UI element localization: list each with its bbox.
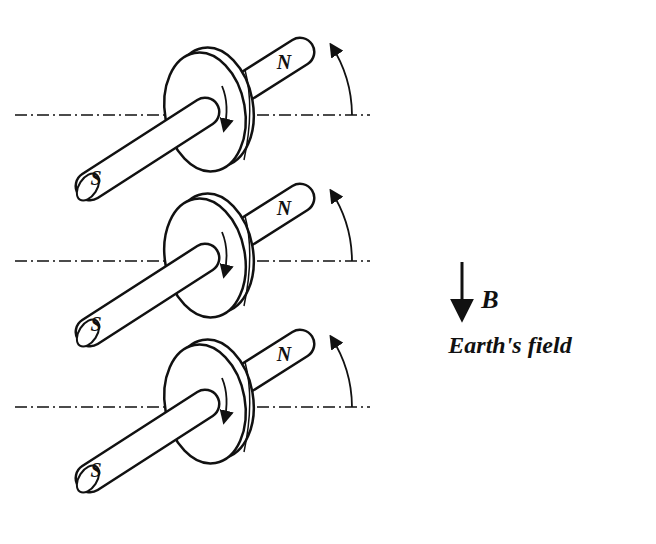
pole-label: S xyxy=(90,168,101,188)
field-arrow xyxy=(461,262,464,318)
field-caption: Earth's field xyxy=(448,333,571,357)
pole-label: N xyxy=(277,344,291,364)
pole-label: S xyxy=(90,314,101,334)
pole-label: N xyxy=(277,52,291,72)
pole-label: S xyxy=(90,460,101,480)
field-symbol: B xyxy=(481,287,498,313)
pole-label: N xyxy=(277,198,291,218)
